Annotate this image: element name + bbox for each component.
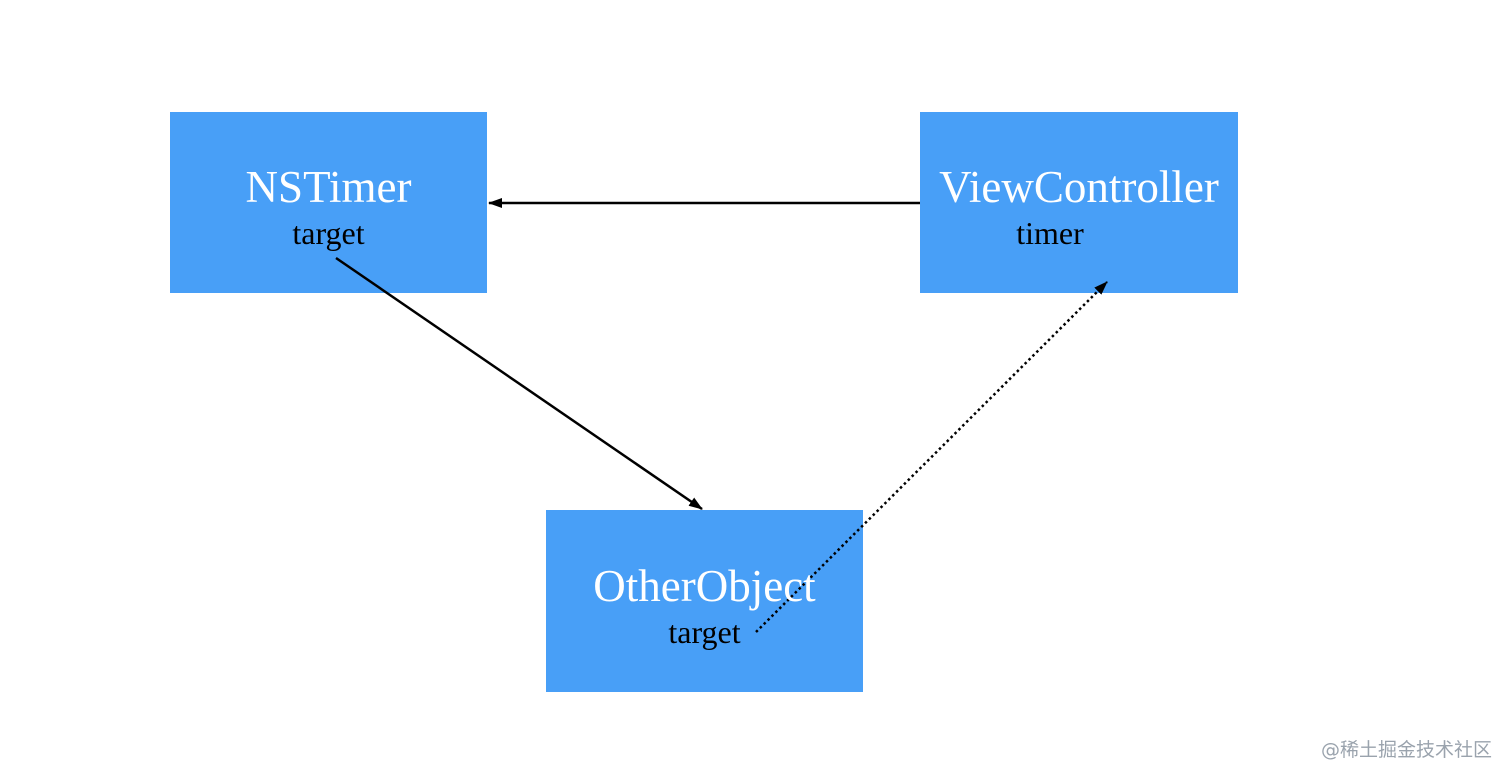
- otherobject-field: target: [668, 614, 741, 650]
- viewcontroller-node: [920, 112, 1238, 293]
- edge-nstimer-target-to-otherobject: [335, 256, 703, 511]
- nstimer-title: NSTimer: [245, 162, 412, 212]
- otherobject-title: OtherObject: [593, 561, 816, 611]
- viewcontroller-field: timer: [1016, 215, 1084, 251]
- nstimer-field: target: [292, 215, 365, 251]
- viewcontroller-title: ViewController: [939, 162, 1219, 212]
- watermark: @稀土掘金技术社区: [1320, 739, 1492, 761]
